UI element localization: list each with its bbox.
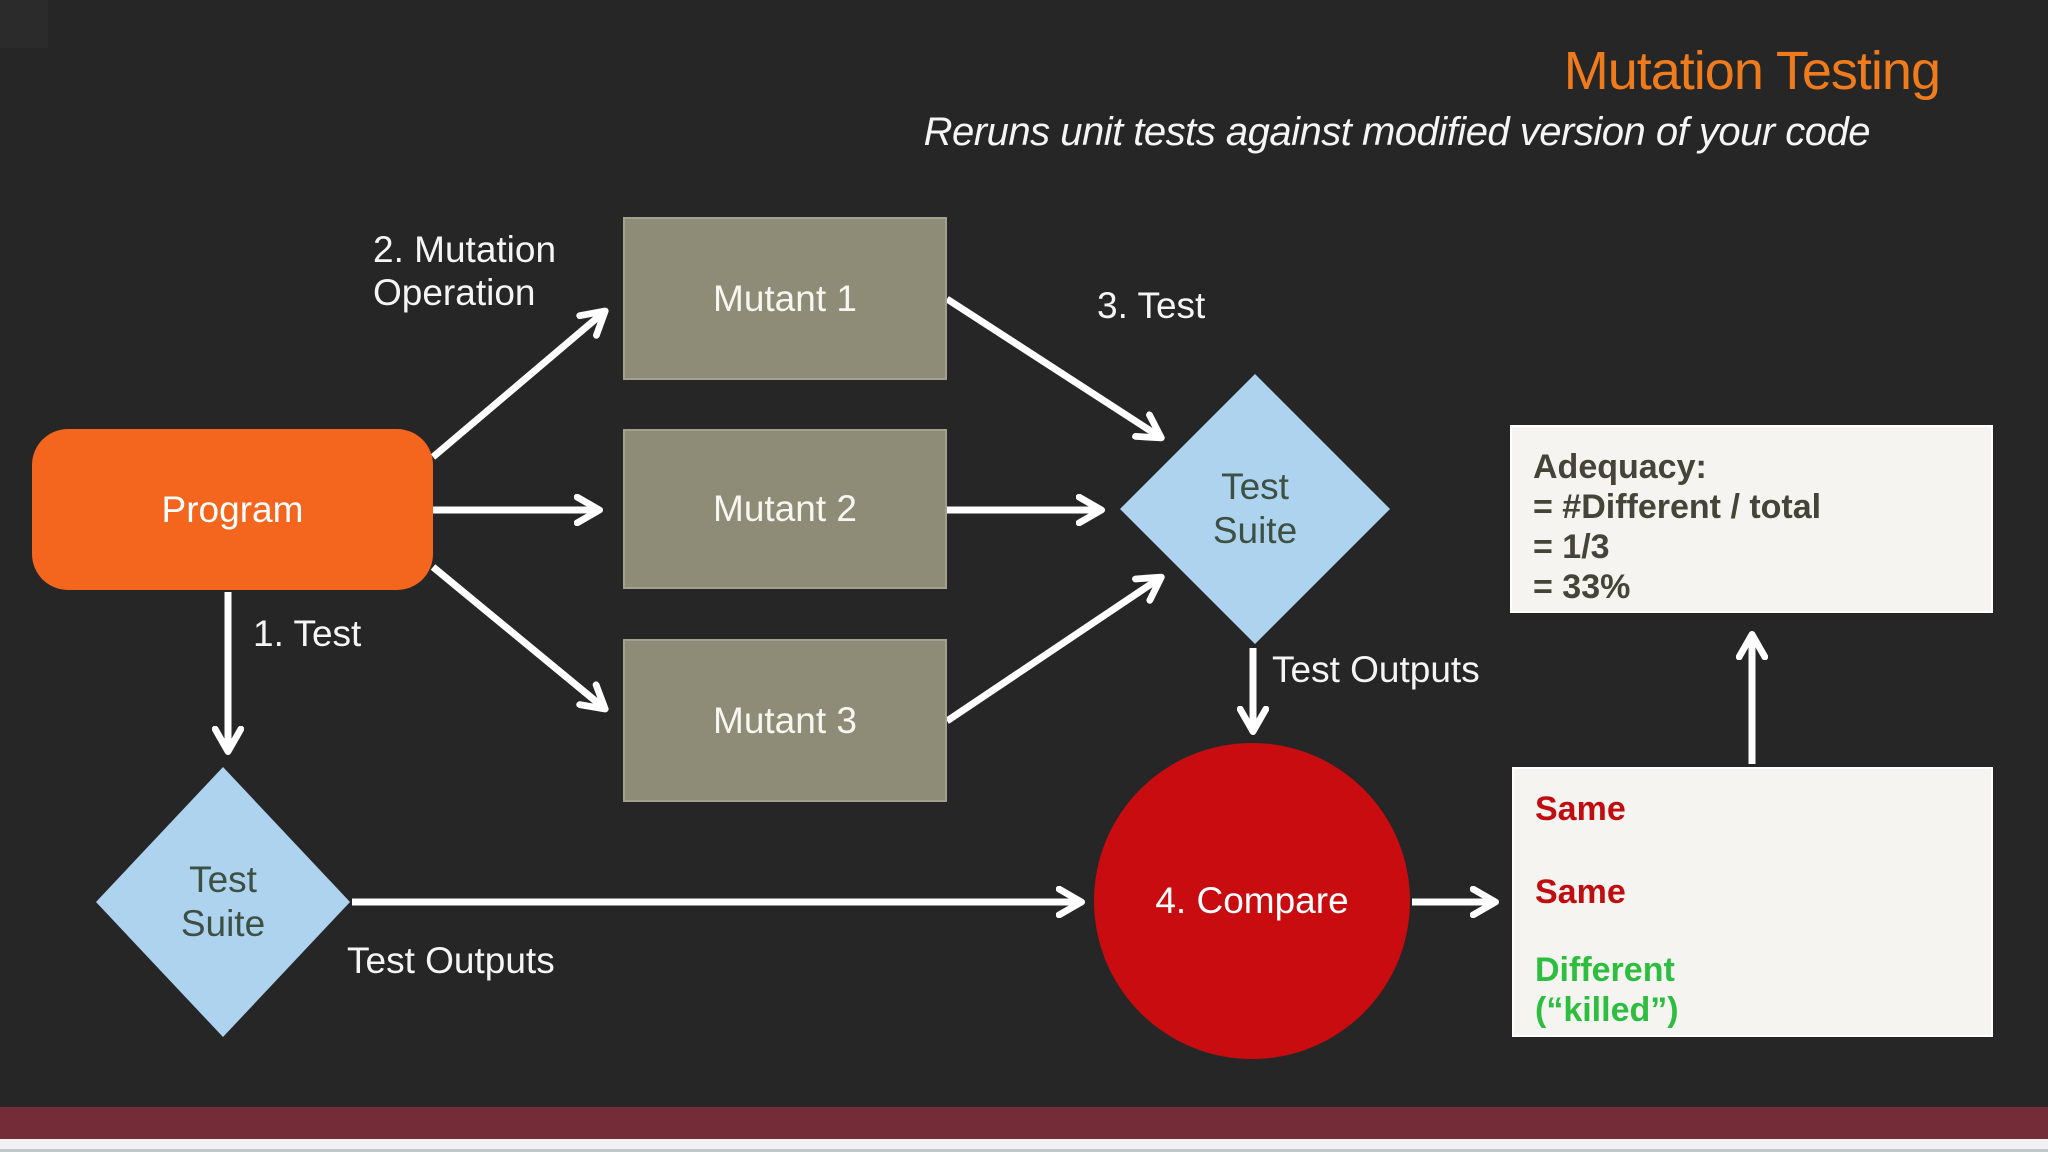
compare-node: 4. Compare [1094,743,1410,1059]
adequacy-line-1: Adequacy: [1533,448,1707,486]
test-suite-top-line1: Test [1221,466,1289,507]
label-mutation-operation-line1: 2. Mutation [373,229,557,270]
adequacy-line-2: = #Different / total [1533,488,1822,526]
bottom-strip [0,1139,2048,1152]
bottom-accent-bar [0,1107,2048,1139]
adequacy-line-3: = 1/3 [1533,528,1610,566]
results-panel: Same Same Different (“killed”) [1512,767,1993,1037]
mutant1-label: Mutant 1 [713,277,857,319]
arrow-mutant1-to-testsuite [945,296,1160,437]
result-killed: (“killed”) [1535,991,1679,1029]
arrow-program-to-mutant3 [430,564,604,708]
result-same-1: Same [1535,790,1626,828]
result-different: Different [1535,951,1675,989]
label-mutation-operation-line2: Operation [373,272,536,313]
mutant2-label: Mutant 2 [713,488,857,529]
test-suite-bottom-line1: Test [189,859,257,900]
test-suite-bottom-label: Test Suite [181,858,265,946]
label-test-outputs-top: Test Outputs [1272,649,1480,690]
label-mutation-operation: 2. Mutation Operation [373,228,556,314]
test-suite-bottom-line2: Suite [180,903,266,944]
adequacy-panel: Adequacy: = #Different / total = 1/3 = 3… [1510,425,1993,613]
corner-accent [0,0,48,48]
label-step3-test: 3. Test [1097,285,1206,326]
mutant3-node: Mutant 3 [623,639,947,802]
mutant3-label: Mutant 3 [713,699,857,741]
mutant2-node: Mutant 2 [623,429,947,589]
test-suite-top-line2: Suite [1212,510,1298,551]
arrow-program-to-mutant1 [430,312,604,460]
program-node: Program [32,429,433,590]
program-label: Program [161,488,304,530]
bottom-strip-line [0,1149,2048,1152]
slide-title: Mutation Testing [1563,41,1941,101]
label-test-outputs-bottom: Test Outputs [347,940,555,981]
test-suite-top-label: Test Suite [1213,465,1297,553]
label-step1-test: 1. Test [253,613,362,654]
adequacy-line-4: = 33% [1533,568,1631,606]
result-same-2: Same [1535,873,1626,911]
arrow-mutant3-to-testsuite [945,578,1160,724]
slide-subtitle: Reruns unit tests against modified versi… [923,110,1871,154]
mutant1-node: Mutant 1 [623,217,947,380]
compare-label: 4. Compare [1155,880,1349,921]
